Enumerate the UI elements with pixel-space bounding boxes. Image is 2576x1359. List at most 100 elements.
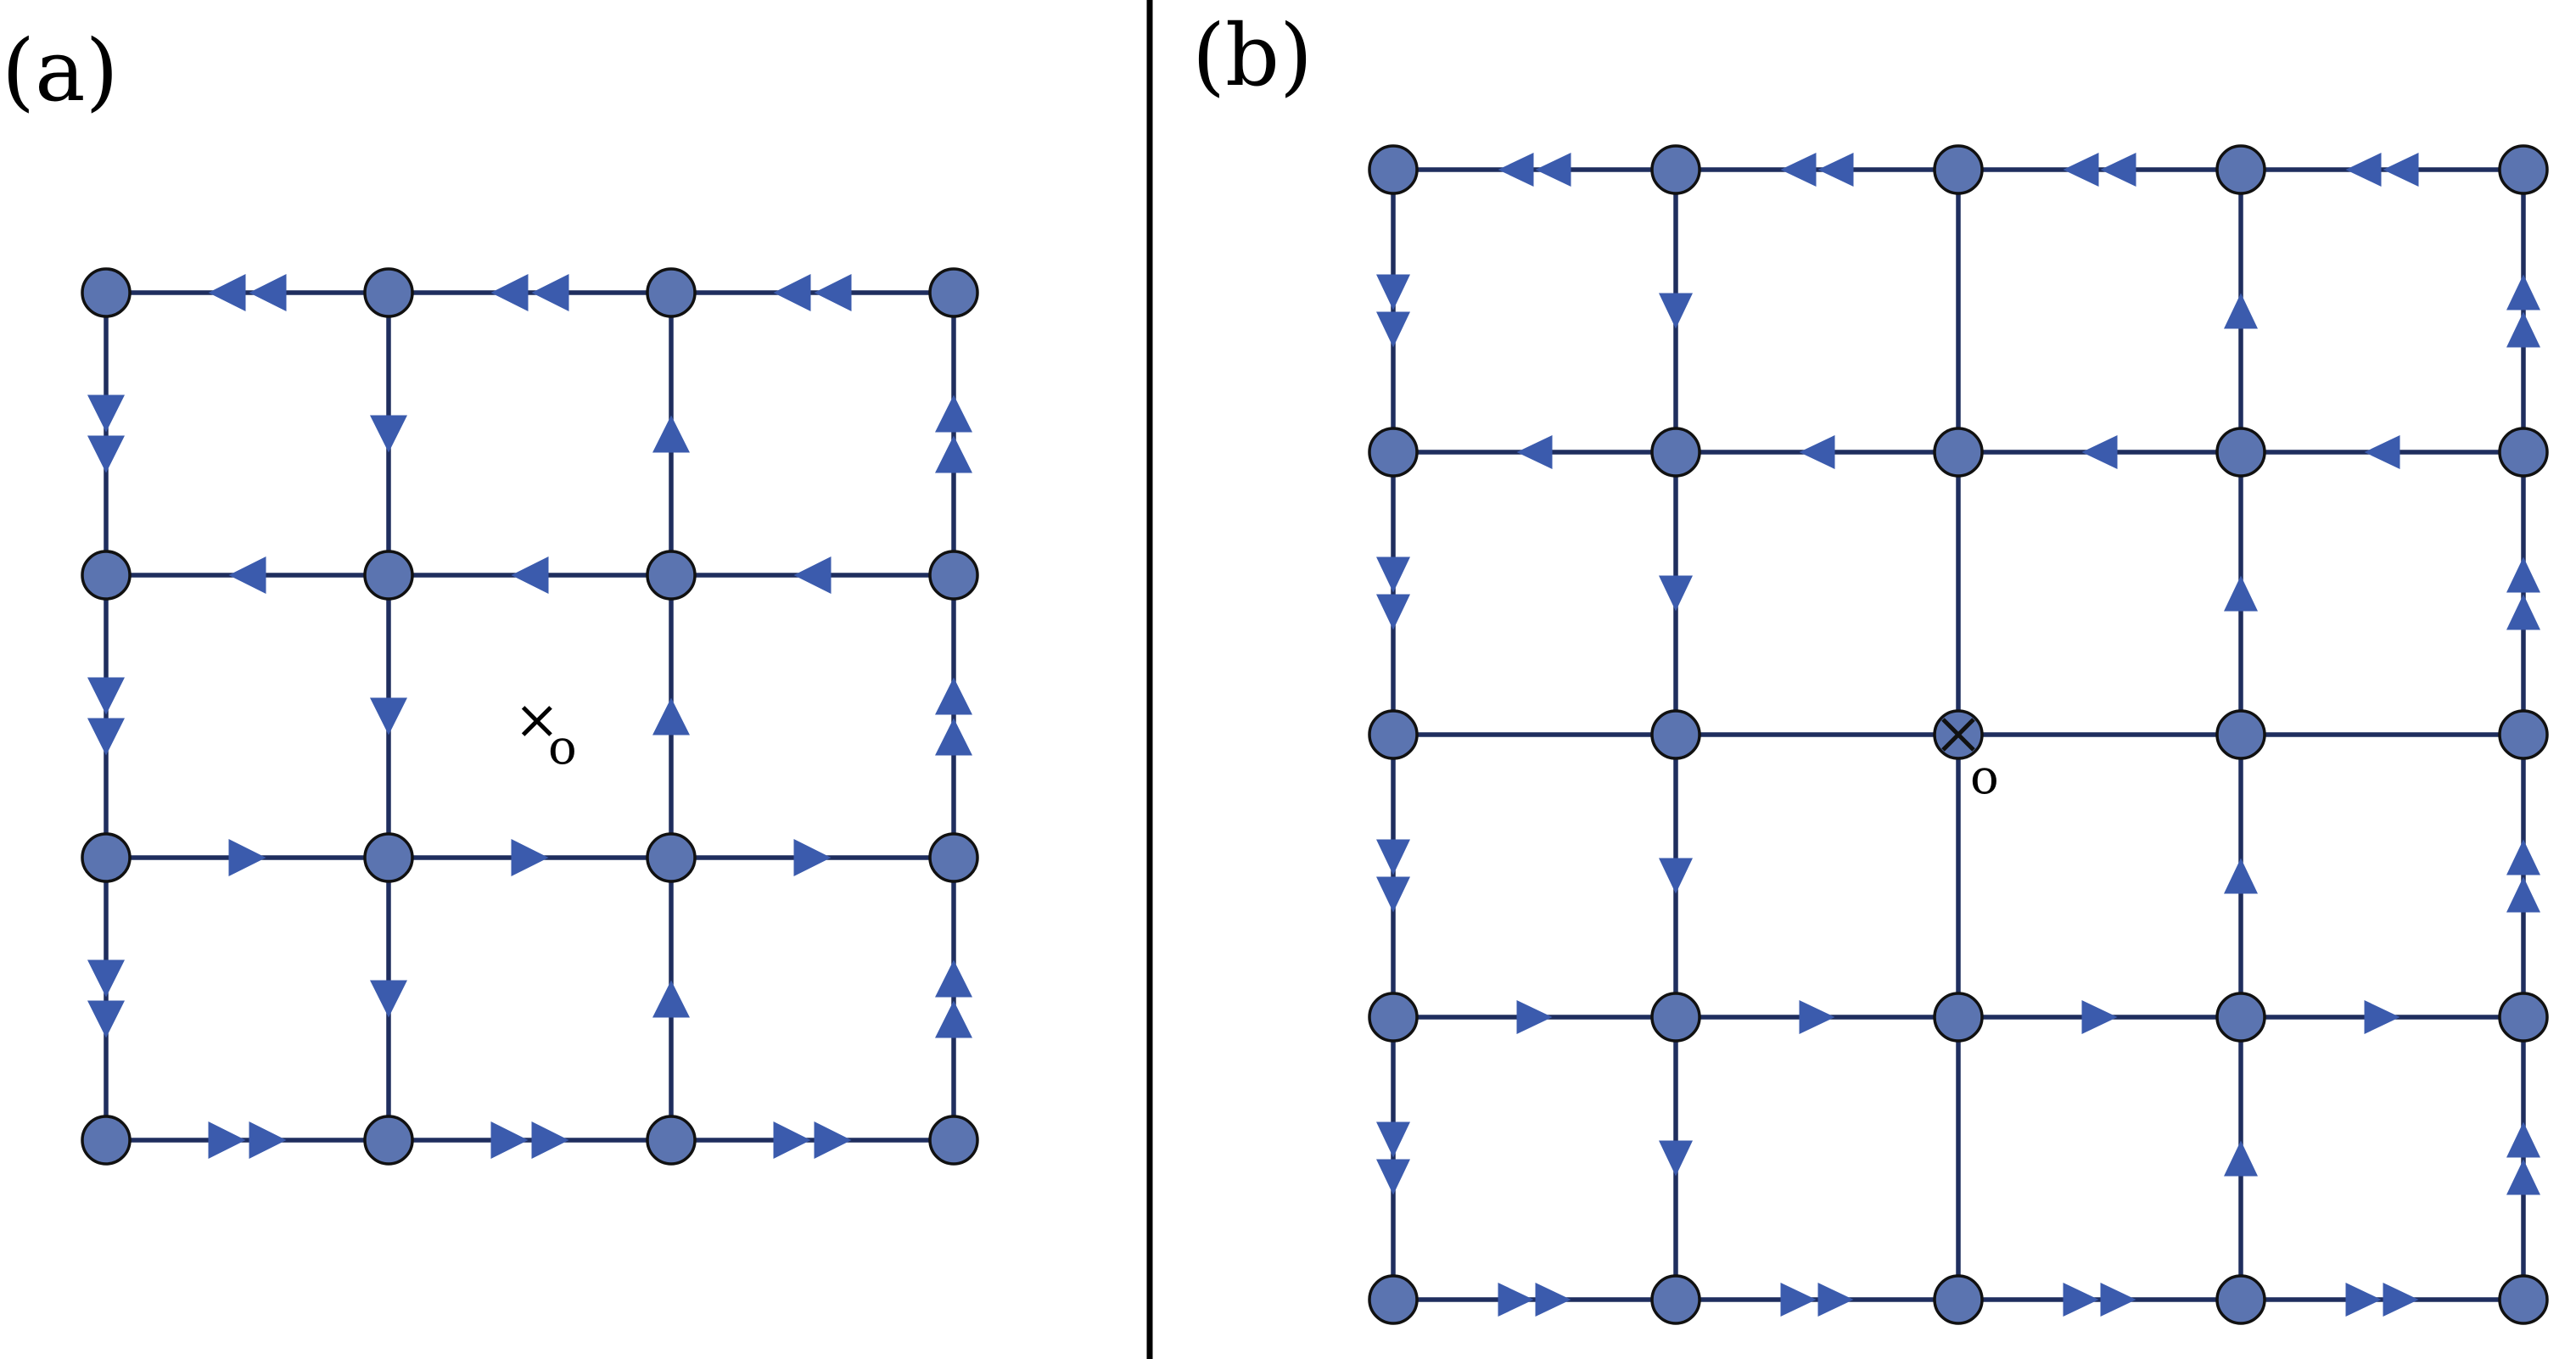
a-lattice-node-icon bbox=[928, 1115, 979, 1166]
b-triangle-arrow-icon bbox=[1376, 839, 1410, 875]
panel-b-label: (b) bbox=[1192, 6, 1313, 105]
a-lattice-node-icon bbox=[363, 1115, 414, 1166]
a-triangle-arrow-icon bbox=[87, 677, 125, 715]
b-lattice-node-icon bbox=[2215, 144, 2266, 195]
panel-a-origin-label: o bbox=[548, 720, 577, 775]
b-lattice-node-icon bbox=[2498, 1274, 2549, 1325]
b-triangle-arrow-icon bbox=[1817, 153, 1854, 187]
b-lattice-node-icon bbox=[1933, 992, 1984, 1043]
a-lattice-node-icon bbox=[928, 550, 979, 601]
a-triangle-arrow-icon bbox=[652, 697, 690, 735]
a-triangle-arrow-icon bbox=[370, 415, 407, 453]
b-triangle-arrow-icon bbox=[1659, 293, 1693, 329]
b-lattice-node-icon bbox=[1368, 709, 1419, 760]
b-lattice-node-icon bbox=[1650, 427, 1701, 478]
b-lattice-node-icon bbox=[2498, 709, 2549, 760]
a-triangle-arrow-icon bbox=[490, 274, 529, 311]
b-triangle-arrow-icon bbox=[2100, 153, 2136, 187]
a-triangle-arrow-icon bbox=[208, 1121, 246, 1159]
b-triangle-arrow-icon bbox=[2224, 858, 2258, 894]
b-lattice-node-icon bbox=[2498, 144, 2549, 195]
a-lattice-node-icon bbox=[646, 832, 697, 883]
panel-b-origin-label: o bbox=[1970, 750, 1999, 805]
a-triangle-arrow-icon bbox=[814, 274, 852, 311]
b-triangle-arrow-icon bbox=[1659, 575, 1693, 612]
a-triangle-arrow-icon bbox=[87, 718, 125, 756]
b-triangle-arrow-icon bbox=[2383, 153, 2419, 187]
b-triangle-arrow-icon bbox=[2506, 556, 2540, 593]
a-triangle-arrow-icon bbox=[249, 1121, 287, 1159]
b-lattice-node-icon bbox=[1933, 1274, 1984, 1325]
a-triangle-arrow-icon bbox=[652, 415, 690, 453]
a-lattice-node-icon bbox=[646, 550, 697, 601]
b-triangle-arrow-icon bbox=[1376, 876, 1410, 913]
b-triangle-arrow-icon bbox=[1376, 1159, 1410, 1195]
a-triangle-arrow-icon bbox=[511, 556, 549, 594]
a-triangle-arrow-icon bbox=[935, 959, 972, 998]
a-triangle-arrow-icon bbox=[935, 435, 972, 473]
a-triangle-arrow-icon bbox=[87, 1000, 125, 1038]
b-lattice-node-icon bbox=[1933, 427, 1984, 478]
b-triangle-arrow-icon bbox=[1799, 435, 1835, 469]
b-triangle-arrow-icon bbox=[1659, 1140, 1693, 1177]
b-triangle-arrow-icon bbox=[1516, 435, 1553, 469]
b-triangle-arrow-icon bbox=[2383, 1283, 2419, 1317]
a-lattice-node-icon bbox=[81, 832, 132, 883]
b-lattice-node-icon bbox=[2215, 992, 2266, 1043]
a-triangle-arrow-icon bbox=[228, 839, 266, 876]
b-triangle-arrow-icon bbox=[2345, 1283, 2382, 1317]
b-triangle-arrow-icon bbox=[1376, 1121, 1410, 1158]
panel-a-nodes bbox=[81, 267, 979, 1166]
a-lattice-node-icon bbox=[646, 267, 697, 318]
a-triangle-arrow-icon bbox=[87, 959, 125, 998]
b-triangle-arrow-icon bbox=[1780, 153, 1817, 187]
b-triangle-arrow-icon bbox=[1535, 1283, 1571, 1317]
panel-b-origin-cross-stroke bbox=[1941, 718, 1975, 752]
b-lattice-node-icon bbox=[1650, 709, 1701, 760]
b-triangle-arrow-icon bbox=[2345, 153, 2382, 187]
b-triangle-arrow-icon bbox=[2100, 1283, 2136, 1317]
b-lattice-node-icon bbox=[2215, 427, 2266, 478]
panel-a-label: (a) bbox=[2, 21, 119, 120]
b-lattice-node-icon bbox=[1650, 144, 1701, 195]
b-triangle-arrow-icon bbox=[1376, 274, 1410, 310]
b-triangle-arrow-icon bbox=[1659, 858, 1693, 894]
b-triangle-arrow-icon bbox=[1376, 556, 1410, 593]
b-triangle-arrow-icon bbox=[2364, 1000, 2400, 1034]
b-triangle-arrow-icon bbox=[2506, 1159, 2540, 1195]
a-triangle-arrow-icon bbox=[793, 839, 832, 876]
a-triangle-arrow-icon bbox=[87, 394, 125, 433]
b-lattice-node-icon bbox=[1933, 144, 1984, 195]
a-triangle-arrow-icon bbox=[793, 556, 832, 594]
b-triangle-arrow-icon bbox=[2506, 274, 2540, 310]
b-triangle-arrow-icon bbox=[2224, 293, 2258, 329]
a-triangle-arrow-icon bbox=[773, 274, 811, 311]
panel-b: (b) o bbox=[1192, 6, 2549, 1325]
a-triangle-arrow-icon bbox=[370, 980, 407, 1018]
panel-a: (a) × o bbox=[2, 21, 979, 1166]
a-triangle-arrow-icon bbox=[370, 697, 407, 735]
b-lattice-node-icon bbox=[1368, 992, 1419, 1043]
a-lattice-node-icon bbox=[928, 267, 979, 318]
b-lattice-node-icon bbox=[1368, 427, 1419, 478]
a-lattice-node-icon bbox=[363, 550, 414, 601]
b-triangle-arrow-icon bbox=[1535, 153, 1571, 187]
a-lattice-node-icon bbox=[928, 832, 979, 883]
b-lattice-node-icon bbox=[1650, 1274, 1701, 1325]
b-triangle-arrow-icon bbox=[2506, 311, 2540, 348]
b-lattice-node-icon bbox=[1368, 1274, 1419, 1325]
a-lattice-node-icon bbox=[81, 267, 132, 318]
b-lattice-node-icon bbox=[2215, 1274, 2266, 1325]
b-triangle-arrow-icon bbox=[1376, 594, 1410, 630]
b-triangle-arrow-icon bbox=[1817, 1283, 1854, 1317]
b-triangle-arrow-icon bbox=[2506, 1121, 2540, 1158]
a-lattice-node-icon bbox=[363, 267, 414, 318]
b-triangle-arrow-icon bbox=[1780, 1283, 1817, 1317]
a-triangle-arrow-icon bbox=[490, 1121, 529, 1159]
a-lattice-node-icon bbox=[81, 550, 132, 601]
b-triangle-arrow-icon bbox=[2081, 435, 2118, 469]
b-triangle-arrow-icon bbox=[2224, 1140, 2258, 1177]
a-triangle-arrow-icon bbox=[208, 274, 246, 311]
panel-a-origin-cross-icon: × bbox=[514, 689, 560, 752]
